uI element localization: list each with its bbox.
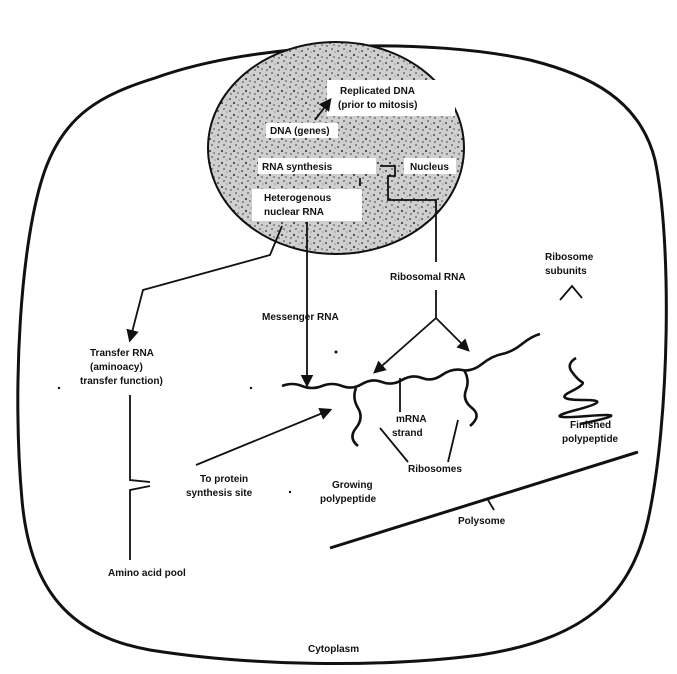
transfer-rna-down-line [130, 395, 150, 482]
growing-polypeptide-chain [352, 388, 360, 446]
mrna-strand [282, 334, 540, 388]
ribosomal-arrow-right [436, 318, 468, 350]
polysome-tick [488, 500, 494, 510]
speck [58, 387, 60, 389]
label-mrna-2: strand [392, 428, 423, 439]
ribosome-subunits-caret [560, 286, 582, 300]
label-ribosomal-rna: Ribosomal RNA [390, 272, 466, 283]
label-nucleus: Nucleus [410, 162, 449, 173]
ribosomal-arrow-left [375, 318, 436, 372]
label-transfer-rna-3: transfer function) [80, 376, 163, 387]
label-growing-1: Growing [332, 480, 373, 491]
label-ribosome-subunits-1: Ribosome [545, 252, 594, 263]
label-heterogenous-2: nuclear RNA [264, 207, 324, 218]
label-transfer-rna-1: Transfer RNA [90, 348, 154, 359]
finished-polypeptide-shape [560, 358, 612, 424]
speck [335, 351, 338, 354]
ribosome-pointer-2 [448, 420, 458, 462]
label-to-protein-2: synthesis site [186, 488, 253, 499]
label-transfer-rna-2: (aminoacy) [90, 362, 143, 373]
label-ribosomes: Ribosomes [408, 464, 462, 475]
label-to-protein-1: To protein [200, 474, 248, 485]
label-cytoplasm: Cytoplasm [308, 644, 359, 655]
label-replicated-dna: Replicated DNA [340, 86, 415, 97]
label-messenger-rna: Messenger RNA [262, 312, 339, 323]
label-amino-acid-pool: Amino acid pool [108, 568, 186, 579]
transfer-rna-arrow [130, 226, 282, 340]
label-dna-genes: DNA (genes) [270, 126, 330, 137]
label-finished-2: polypeptide [562, 434, 619, 445]
ribosome-chain-2 [464, 370, 477, 426]
speck [250, 387, 252, 389]
label-heterogenous-1: Heterogenous [264, 193, 332, 204]
nucleus [208, 42, 464, 254]
label-rna-synthesis: RNA synthesis [262, 162, 333, 173]
label-prior-to-mitosis: (prior to mitosis) [338, 100, 417, 111]
label-mrna-1: mRNA [396, 414, 427, 425]
label-growing-2: polypeptide [320, 494, 377, 505]
speck [289, 491, 291, 493]
label-ribosome-subunits-2: subunits [545, 266, 587, 277]
to-protein-arrow [196, 410, 330, 465]
amino-acid-up-line [130, 486, 150, 560]
label-polysome: Polysome [458, 516, 506, 527]
label-finished-1: Finished [570, 420, 611, 431]
polysome-bracket [330, 452, 638, 548]
